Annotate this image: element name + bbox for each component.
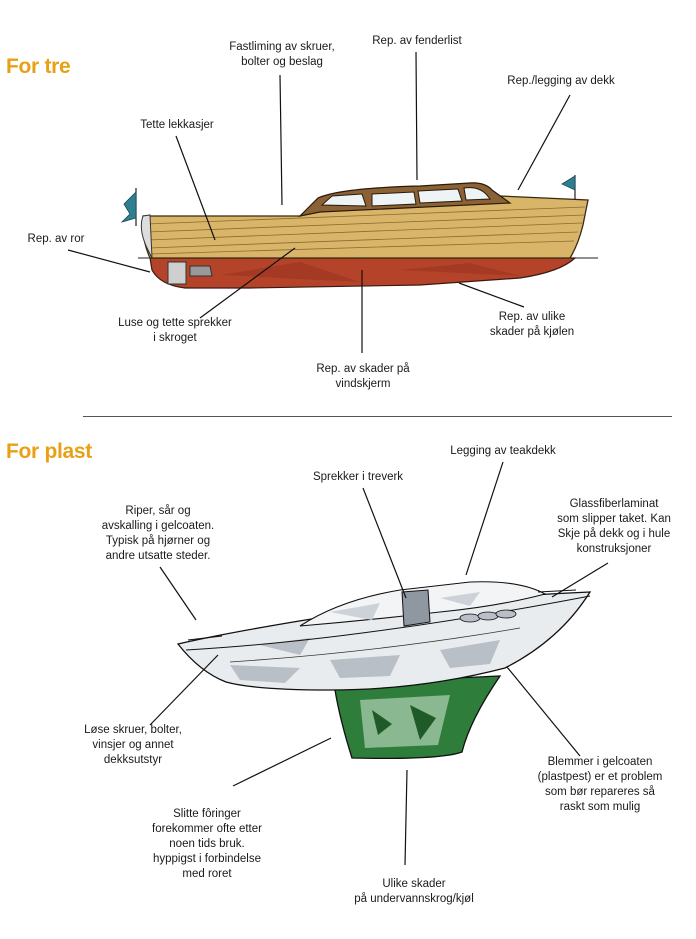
bow-flag-icon [561,175,576,191]
wooden-motorboat-illustration [120,175,598,289]
label-dekk: Rep./legging av dekk [507,75,615,87]
label-fastliming: Fastliming av skruer, bolter og beslag [229,41,335,68]
label-teakdekk: Legging av teakdekk [450,445,556,457]
fiberglass-sailboat-illustration [176,581,592,760]
wood-planks [145,206,586,255]
plast-hull-shade [230,638,500,683]
label-ror: Rep. av ror [27,233,85,245]
plast-deck-shade [330,592,480,620]
wood-leader-lines [67,51,571,353]
label-glassfiber: Glassfiberlaminat som slipper taket. Kan… [557,498,671,555]
label-undervann: Ulike skader på undervannskrog/kjøl [354,878,474,905]
heading-plastic: For plast [6,440,92,463]
label-skruer: Løse skruer, bolter, vinsjer og annet de… [84,724,182,766]
plast-leader-lines [149,461,609,866]
wood-propeller [189,265,213,277]
plast-sheerline [185,595,591,651]
label-treverk: Sprekker i treverk [312,471,404,483]
wood-stern [140,214,153,259]
label-fenderlist: Rep. av fenderlist [372,35,462,47]
label-riper: Riper, sår og avskalling i gelcoaten. Ty… [101,505,215,562]
plast-toerail [229,627,521,663]
label-luse: Luse og tette sprekker i skroget [118,317,232,344]
plast-companionway [401,589,431,627]
heading-wood: For tre [6,55,71,78]
plast-keel-shade [372,705,436,740]
plast-bow-pulpit [537,589,577,593]
plast-portlights [459,609,517,623]
label-vindskjerm: Rep. av skader på vindskjerm [316,363,410,390]
label-kjolen: Rep. av ulike skader på kjølen [489,311,575,338]
plast-keel-highlight [360,695,450,748]
wood-bottom-shade [220,262,520,282]
wood-cabin-windows [320,187,492,207]
stern-flag-icon [120,191,137,223]
section-divider [83,416,672,417]
plast-stern-pulpit [187,635,223,641]
label-blemmer: Blemmer i gelcoaten (plastpest) er et pr… [537,756,663,813]
label-lekkasjer: Tette lekkasjer [140,119,214,131]
label-foringer: Slitte fôringer forekommer ofte etter no… [152,808,262,880]
wood-rudder [167,261,187,285]
